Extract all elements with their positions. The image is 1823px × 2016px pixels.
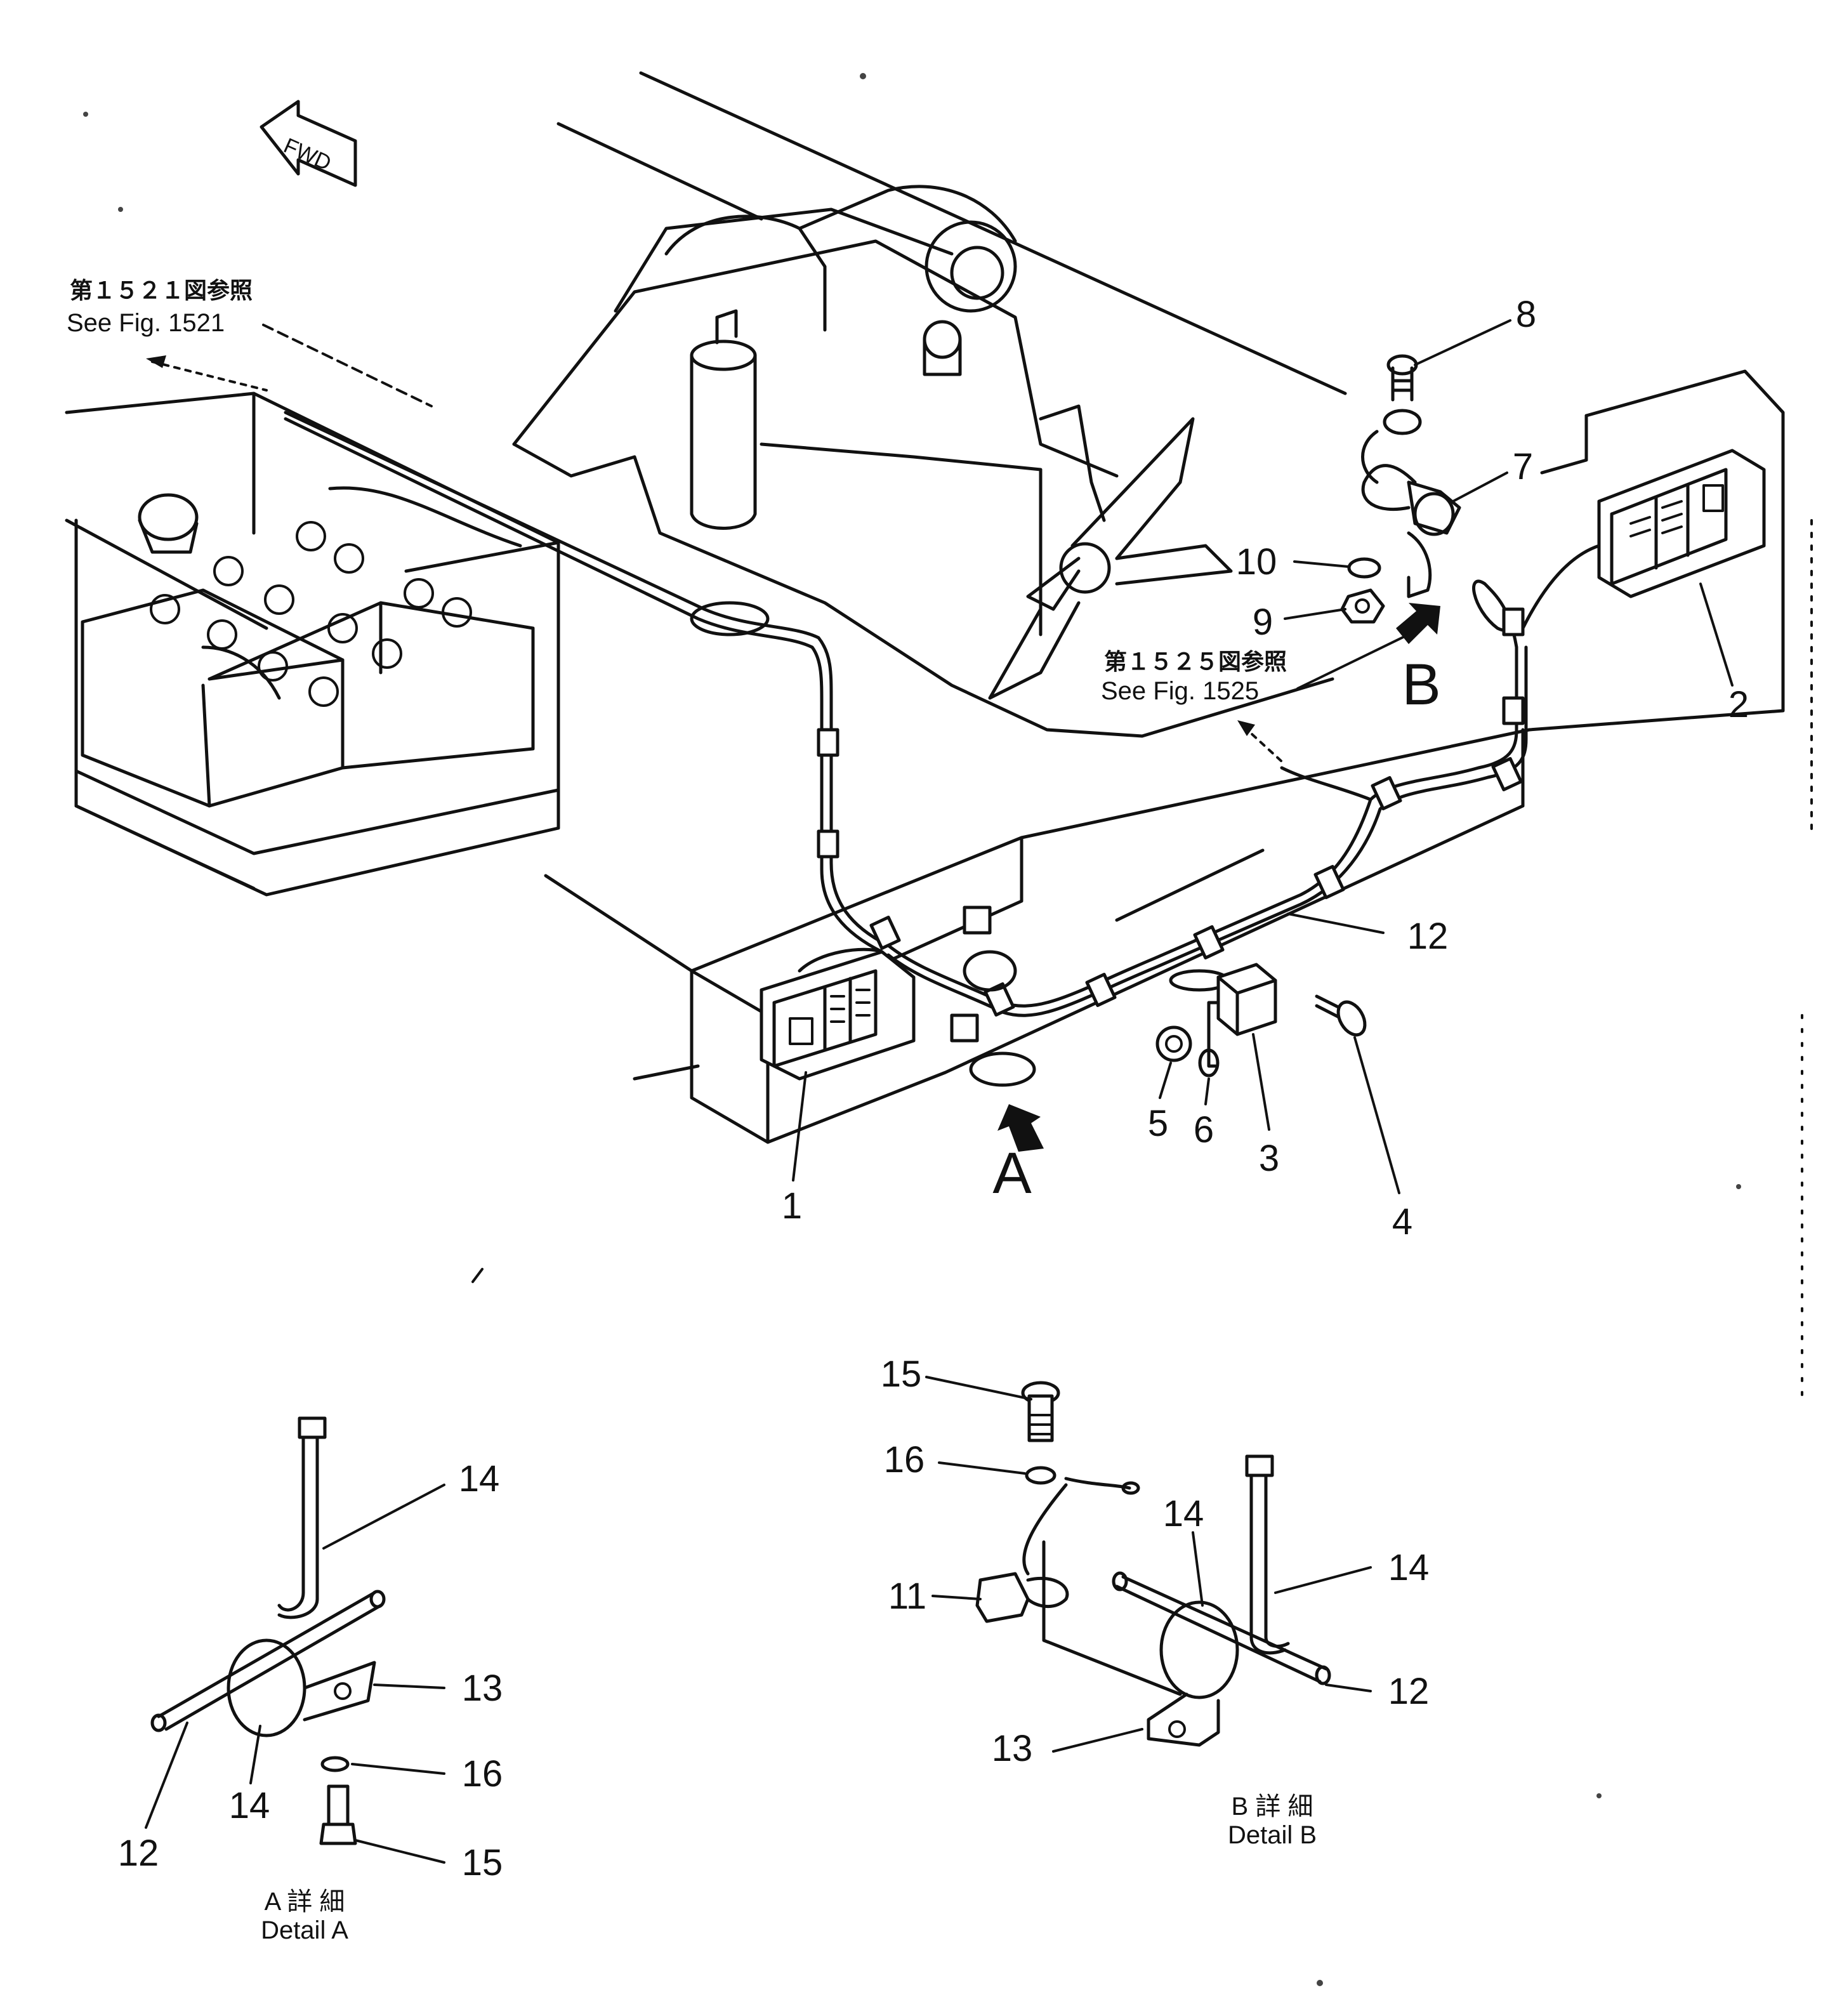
detail-a-callout-15: 15	[462, 1842, 503, 1883]
callout-3: 3	[1259, 1138, 1279, 1179]
callout-1: 1	[782, 1185, 802, 1227]
detail-b-callout-14-left: 14	[1163, 1493, 1204, 1534]
combination-lamp-right	[1597, 449, 1766, 598]
ref-1521-en: See Fig. 1521	[67, 309, 225, 337]
engine	[512, 185, 1334, 738]
detail-a-callout-13: 13	[462, 1668, 503, 1709]
view-arrow-b: B	[1396, 603, 1441, 717]
detail-a-callout-16: 16	[462, 1753, 503, 1795]
callout-7: 7	[1513, 446, 1533, 487]
view-letter-b: B	[1402, 652, 1440, 717]
callout-9: 9	[1253, 602, 1273, 643]
horn-part-7	[1361, 430, 1461, 536]
detail-b-callout-16: 16	[884, 1439, 925, 1480]
detail-a-callout-14-top: 14	[459, 1458, 500, 1499]
fwd-arrow: FWD	[260, 100, 357, 187]
ref-1521-jp: 第１５２１図参照	[70, 278, 253, 304]
callout-6: 6	[1194, 1109, 1214, 1150]
lock-washer-part-6	[1198, 1048, 1220, 1077]
callout-12: 12	[1407, 916, 1449, 957]
callout-2: 2	[1728, 684, 1749, 725]
nut-part-5	[1155, 1025, 1192, 1062]
detail-b-title-en: Detail B	[1228, 1821, 1317, 1849]
callout-8: 8	[1516, 294, 1536, 335]
relay-part-3	[1207, 963, 1277, 1068]
battery-cell-caps	[150, 521, 472, 707]
callout-4: 4	[1392, 1201, 1412, 1242]
detail-a: 14 13 16 15 14 12 A 詳 細 Detail A	[118, 1416, 503, 1944]
callout-10: 10	[1236, 541, 1277, 583]
detail-b-callout-13: 13	[992, 1728, 1033, 1769]
scan-noise	[83, 73, 1813, 1986]
callout-5: 5	[1148, 1103, 1168, 1144]
reference-fig-1525: 第１５２５図参照 See Fig. 1525	[1101, 630, 1416, 763]
washer-part-10	[1347, 557, 1381, 579]
ref-1525-jp: 第１５２５図参照	[1104, 649, 1287, 675]
view-letter-a: A	[992, 1141, 1032, 1206]
reference-fig-1521: 第１５２１図参照 See Fig. 1521	[67, 278, 433, 407]
bolt-part-8	[1383, 354, 1422, 435]
detail-a-title-jp: A 詳 細	[265, 1888, 345, 1916]
combination-lamp-left	[760, 947, 916, 1081]
detail-b: 15 16 11 14 14 12 13 B 詳 細 Detail B	[881, 1354, 1430, 1849]
ref-1525-en: See Fig. 1525	[1101, 677, 1259, 705]
bolt-part-4	[1315, 994, 1367, 1037]
detail-b-callout-12: 12	[1388, 1671, 1430, 1712]
detail-b-callout-14-right: 14	[1388, 1547, 1430, 1588]
machine-frame	[65, 71, 1785, 1144]
detail-a-callout-12: 12	[118, 1833, 159, 1874]
detail-b-title-jp: B 詳 細	[1232, 1793, 1313, 1821]
wiring-harness	[284, 411, 1626, 1087]
detail-b-callout-15: 15	[881, 1354, 922, 1395]
detail-b-callout-11: 11	[888, 1576, 926, 1617]
detail-a-callout-14-bottom: 14	[229, 1785, 270, 1826]
detail-a-title-en: Detail A	[261, 1916, 348, 1944]
main-callouts: 1 2 3 4 5 6 7 8 9 10 12	[782, 294, 1749, 1242]
nut-part-9	[1340, 588, 1385, 624]
bracket-b	[1407, 531, 1432, 598]
view-arrow-a: A	[992, 1104, 1044, 1206]
battery-box	[65, 392, 560, 897]
